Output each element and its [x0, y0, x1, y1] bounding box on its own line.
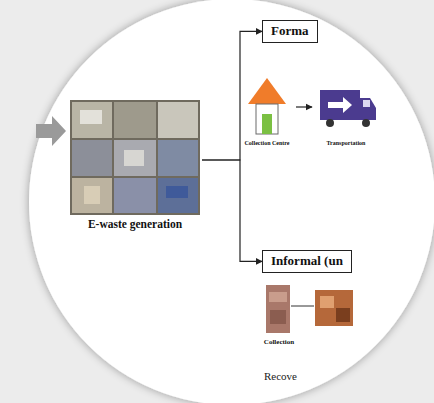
dismantling-photo — [315, 290, 353, 326]
node-label: Transportation — [312, 140, 380, 147]
icon-node: Transportation — [312, 74, 380, 154]
truck-icon — [320, 90, 376, 127]
collection-centre-icon — [248, 78, 286, 134]
node-label: E-waste generation — [68, 218, 202, 231]
e-waste-photo — [70, 100, 200, 215]
node-label: Forma — [271, 24, 309, 39]
process-box: Forma — [262, 20, 318, 43]
icon-node: Collection Centre — [238, 74, 296, 154]
collection-photo — [266, 285, 290, 333]
image-node: E-waste generation — [68, 98, 202, 256]
flow-arrow — [202, 160, 262, 261]
node-label: Informal (un — [271, 254, 343, 269]
circle-frame — [29, 0, 434, 403]
icon-node: Collection — [256, 283, 302, 355]
input-arrow — [36, 116, 66, 146]
section-label: Recove — [264, 370, 297, 382]
process-box: Informal (un — [262, 250, 352, 273]
flow-arrow — [296, 106, 312, 107]
node-label: Collection Centre — [238, 140, 296, 147]
node-label: Collection — [256, 338, 302, 346]
flow-line — [291, 306, 314, 307]
